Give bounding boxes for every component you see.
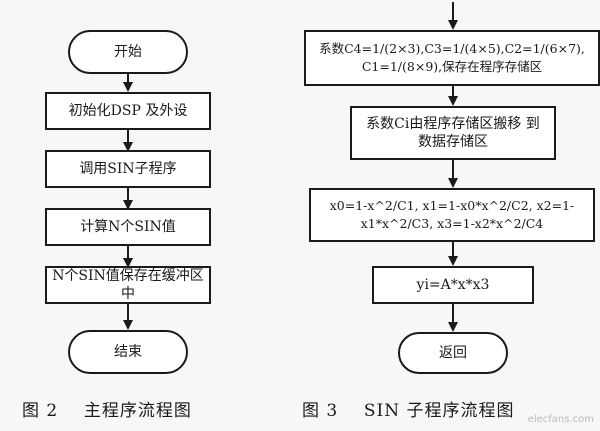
fig3-coeff-box: 系数C4=1/(2×3),C3=1/(4×5),C2=1/(6×7), C1=1… (304, 30, 600, 86)
fig2-init-box: 初始化DSP 及外设 (45, 92, 211, 130)
fig2-compute-box: 计算N个SIN值 (45, 208, 211, 246)
fig2-save-box: N个SIN值保存在缓冲区中 (45, 266, 211, 304)
watermark: elecfans.com (527, 414, 594, 425)
fig2-start-terminal: 开始 (68, 30, 188, 74)
fig3-output-box: yi=A*x*x3 (372, 266, 534, 304)
fig2-end-terminal: 结束 (68, 330, 188, 374)
fig3-return-terminal: 返回 (398, 332, 508, 374)
fig2-caption: 图 2 主程序流程图 (22, 401, 192, 421)
fig2-call-sin-box: 调用SIN子程序 (45, 150, 211, 188)
fig3-move-box: 系数Ci由程序存储区搬移 到数据存储区 (350, 106, 556, 160)
fig3-caption: 图 3 SIN 子程序流程图 (302, 401, 515, 421)
fig3-iterate-box: x0=1-x^2/C1, x1=1-x0*x^2/C2, x2=1-x1*x^2… (309, 188, 595, 242)
